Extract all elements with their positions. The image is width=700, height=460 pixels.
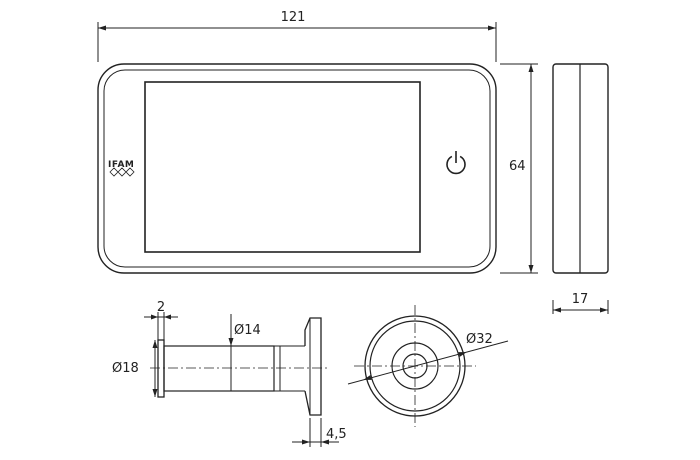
monitor-side-view: 17 <box>552 63 609 314</box>
monitor-screen <box>144 81 421 253</box>
dim-width: 121 <box>97 10 497 62</box>
monitor-front-view: IFAM <box>97 63 497 274</box>
front-flange <box>157 339 165 398</box>
dim-tube-diameter: Ø14 <box>228 314 261 391</box>
ifam-logo: IFAM <box>108 160 135 177</box>
dim-lens-diameter-label: Ø32 <box>466 332 493 347</box>
dim-width-label: 121 <box>281 10 306 25</box>
monitor-body-outer <box>97 63 497 274</box>
dim-height-label: 64 <box>509 159 526 174</box>
dim-flange-diameter-label: Ø18 <box>112 361 139 376</box>
power-icon[interactable] <box>446 151 466 175</box>
dim-lens-diameter: Ø32 <box>347 332 509 385</box>
dim-flange-diameter: Ø18 <box>112 340 158 397</box>
monitor-body-inner <box>103 69 491 268</box>
dim-rear-flange-thickness: 4,5 <box>292 418 347 447</box>
dim-flange-thickness: 2 <box>144 300 178 340</box>
lens-tube <box>163 345 275 392</box>
dim-flange-thickness-label: 2 <box>157 300 165 315</box>
logo-mark <box>109 167 135 177</box>
dim-tube-diameter-label: Ø14 <box>234 323 261 338</box>
dim-depth-label: 17 <box>572 292 589 307</box>
dim-height: 64 <box>500 63 538 274</box>
logo-text: IFAM <box>108 160 134 170</box>
dim-rear-flange-thickness-label: 4,5 <box>326 427 347 442</box>
